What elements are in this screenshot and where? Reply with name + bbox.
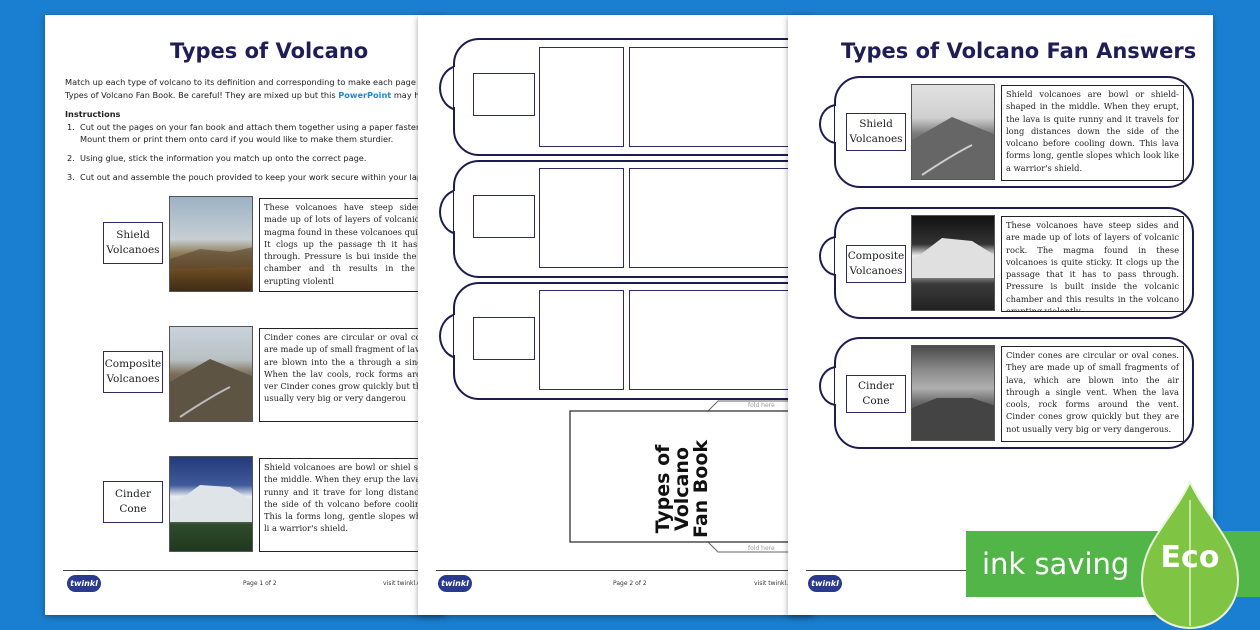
instructions-step-1-cont: Mount them or print them onto card if yo… (67, 134, 394, 144)
label-composite-volcanoes: Composite Volcanoes (103, 351, 163, 393)
powerpoint-link[interactable]: PowerPoint (338, 89, 392, 100)
worksheet-page-2: fold here fold here Types of Volcano Fan… (418, 15, 813, 615)
instructions-step-3: 3. Cut out and assemble the pouch provid… (67, 172, 423, 182)
label-shield-volcanoes: Shield Volcanoes (846, 113, 906, 151)
definition-box: Cinder cones are circular or oval cone T… (259, 328, 445, 422)
instructions-step-2: 2. Using glue, stick the information you… (67, 153, 367, 163)
twinkl-logo: twinkl (808, 575, 842, 592)
visit-link: visit twinkl.co (383, 580, 425, 587)
worksheet-page-1: Types of Volcano Match up each type of v… (45, 15, 445, 615)
label-cinder-cone: Cinder Cone (846, 375, 906, 413)
footer-divider (436, 570, 795, 571)
instructions-heading: Instructions (65, 109, 121, 119)
instructions-step-1: 1. Cut out the pages on your fan book an… (67, 122, 427, 132)
eco-label: Eco (1160, 540, 1220, 575)
twinkl-logo: twinkl (67, 575, 101, 592)
volcano-photo-art (170, 485, 252, 522)
volcano-photo (911, 345, 995, 441)
label-shield-volcanoes: Shield Volcanoes (103, 222, 163, 264)
label-blank-box (473, 317, 535, 360)
definition-blank-box (629, 47, 813, 147)
definition-blank-box (629, 290, 813, 390)
page-title: Types of Volcano Fan Answers (841, 39, 1197, 63)
ink-saving-label: ink saving (982, 547, 1130, 581)
label-blank-box (473, 73, 535, 116)
page-title: Types of Volcano (170, 39, 369, 63)
volcano-photo-art (912, 238, 994, 278)
page-number: Page 1 of 2 (243, 580, 277, 587)
volcano-photo-art (170, 247, 252, 269)
volcano-photo (169, 326, 253, 422)
fold-label: fold here (748, 545, 775, 552)
fold-label: fold here (748, 402, 775, 409)
eco-leaf-icon (1140, 480, 1240, 630)
definition-box: Shield volcanoes are bowl or shiel shape… (259, 458, 445, 552)
intro-text: Match up each type of volcano to its def… (65, 77, 420, 100)
picture-blank-box (539, 168, 624, 268)
volcano-photo-art (170, 359, 252, 421)
volcano-photo-art (912, 398, 994, 440)
answers-page: Types of Volcano Fan Answers Shield Volc… (788, 15, 1213, 615)
pouch-template (569, 400, 813, 553)
twinkl-logo: twinkl (438, 575, 472, 592)
definition-box: These volcanoes have steep sides and are… (1001, 216, 1184, 312)
fan-book-title: Types of Volcano Fan Book (652, 439, 712, 539)
volcano-photo (911, 84, 995, 180)
definition-box: Cinder cones are circular or oval cones.… (1001, 346, 1184, 442)
label-cinder-cone: Cinder Cone (103, 481, 163, 523)
definition-blank-box (629, 168, 813, 268)
picture-blank-box (539, 47, 624, 147)
volcano-photo-art (912, 117, 994, 179)
definition-box: Shield volcanoes are bowl or shield-shap… (1001, 85, 1184, 181)
volcano-photo (169, 196, 253, 292)
visit-link: visit twinkl.co (754, 580, 796, 587)
footer-divider (63, 570, 427, 571)
page-number: Page 2 of 2 (613, 580, 647, 587)
definition-box: These volcanoes have steep sides and a m… (259, 198, 445, 292)
picture-blank-box (539, 290, 624, 390)
volcano-photo (911, 215, 995, 311)
label-blank-box (473, 195, 535, 238)
label-composite-volcanoes: Composite Volcanoes (846, 245, 906, 283)
volcano-photo (169, 456, 253, 552)
